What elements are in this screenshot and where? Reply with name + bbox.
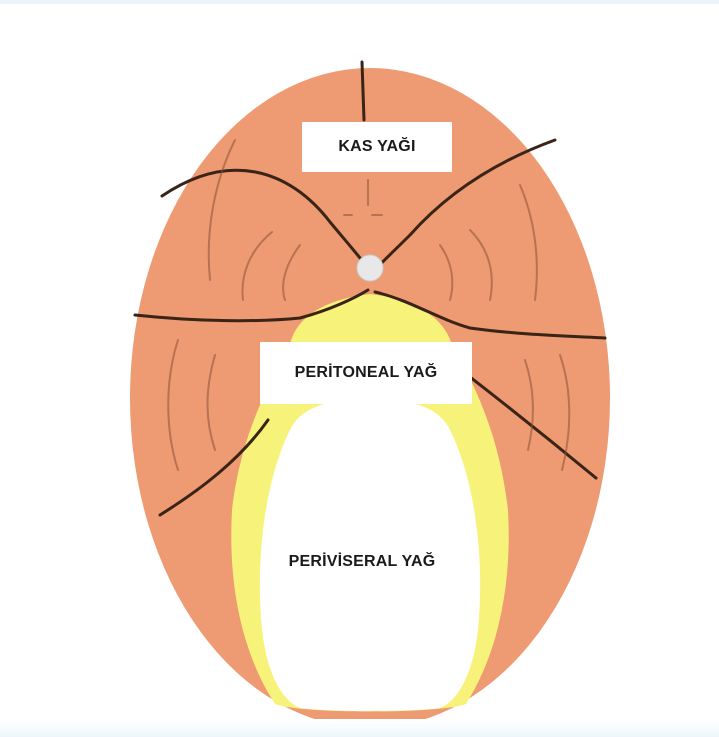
perivisceral-fat-label: PERİVİSERAL YAĞ bbox=[262, 538, 462, 586]
peritoneal-fat-label: PERİTONEAL YAĞ bbox=[260, 342, 472, 404]
fascia-line-midline bbox=[362, 62, 364, 120]
center-marker bbox=[357, 255, 383, 281]
bottom-border bbox=[0, 719, 719, 737]
muscle-fat-label: KAS YAĞI bbox=[302, 122, 452, 172]
